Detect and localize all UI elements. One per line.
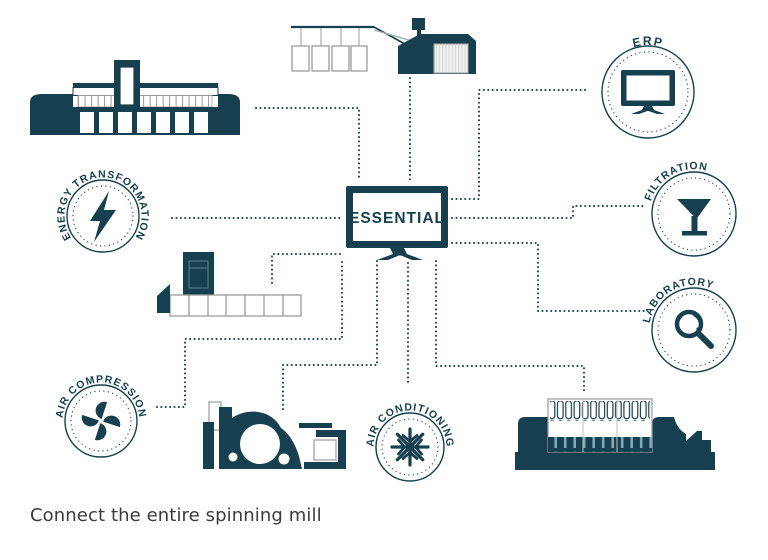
node-air-conditioning: AIR CONDITIONING bbox=[364, 401, 455, 482]
connector-carding-to-center bbox=[282, 260, 378, 414]
node-energy-transformation: ENERGY TRANSFORMATION bbox=[55, 169, 150, 253]
funnel-icon bbox=[677, 199, 711, 236]
building-windows bbox=[80, 112, 208, 133]
fan-icon bbox=[81, 401, 121, 441]
svg-text:ERP: ERP bbox=[631, 34, 664, 50]
draw-frame-machine-illustration bbox=[157, 252, 302, 317]
hanging-bale-frames bbox=[291, 45, 368, 72]
ring-spinning-machine-illustration bbox=[515, 398, 715, 470]
connector-ring-frame-to-center bbox=[435, 260, 585, 394]
carding-machine-illustration bbox=[203, 401, 346, 469]
desktop-monitor-icon bbox=[621, 70, 675, 114]
connector-filtration-to-center bbox=[451, 205, 645, 219]
connector-lines bbox=[153, 77, 647, 414]
essential-label: ESSENTIAL bbox=[349, 210, 445, 227]
magnifier-icon bbox=[674, 309, 714, 349]
diagram-caption: Connect the entire spinning mill bbox=[30, 505, 322, 526]
connector-laboratory-to-center bbox=[451, 242, 647, 312]
connector-erp-to-center bbox=[451, 89, 589, 200]
erp-label: ERP bbox=[631, 34, 663, 50]
node-filtration: FILTRATION bbox=[642, 160, 737, 257]
bobbin-row bbox=[550, 401, 650, 421]
bale-opener-machine-illustration bbox=[291, 18, 476, 74]
node-laboratory: LABORATORY bbox=[641, 276, 737, 373]
lightning-bolt-icon bbox=[90, 191, 116, 242]
essential-central-monitor: ESSENTIAL bbox=[346, 186, 448, 260]
snowflake-icon bbox=[390, 427, 430, 467]
node-air-compression: AIR COMPRESSION bbox=[54, 373, 147, 458]
monitor-stand bbox=[377, 248, 423, 260]
spinning-mill-building-illustration bbox=[30, 60, 240, 135]
connector-draw-frame-to-center bbox=[271, 253, 341, 285]
connector-air-compression-to-center bbox=[153, 261, 343, 408]
connector-building-to-center bbox=[255, 107, 360, 182]
node-erp: ERP bbox=[601, 34, 695, 139]
